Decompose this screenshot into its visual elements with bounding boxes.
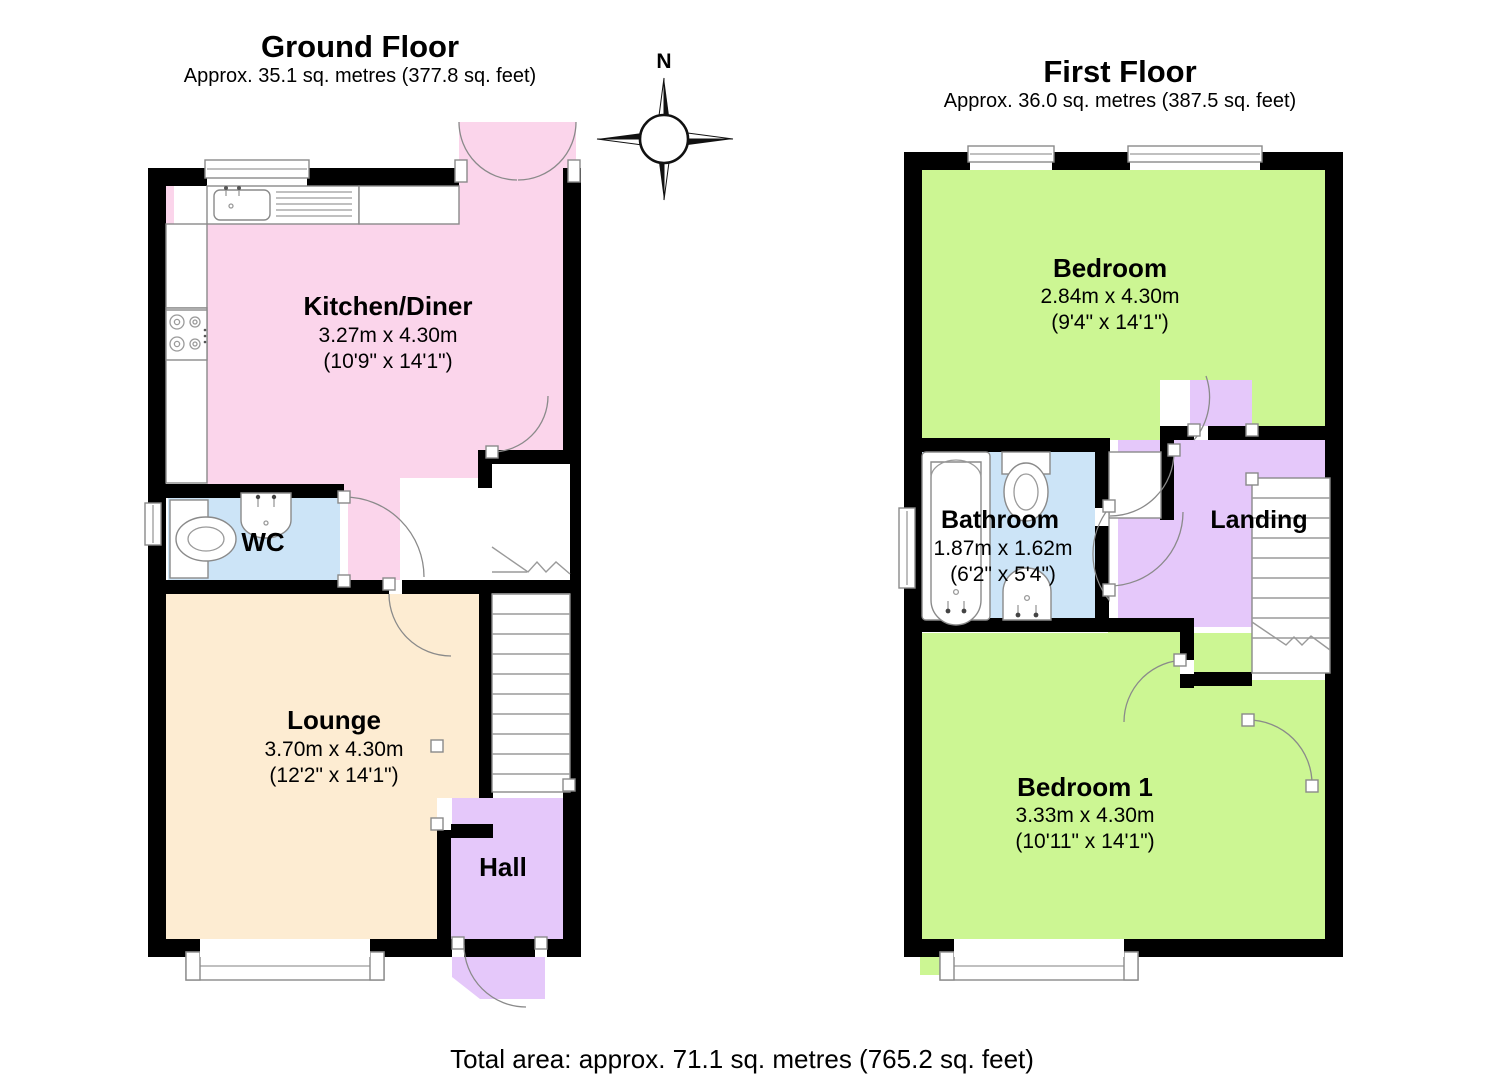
label-bathroom: Bathroom 1.87m x 1.62m (6'2" x 5'4") [934, 506, 1073, 586]
kitchen-diner-dim-metric: 3.27m x 4.30m [319, 324, 458, 347]
kitchen-hob-icon [165, 309, 208, 361]
wall-bedroom1-landing [1108, 618, 1188, 632]
landing-name: Landing [1210, 506, 1307, 534]
kitchen-diner-dim-imperial: (10'9" x 14'1") [323, 350, 452, 373]
door-front-entrance [451, 936, 548, 1008]
door-bedroom1-b [1241, 713, 1319, 793]
first-floor-plan: Bedroom 2.84m x 4.30m (9'4" x 14'1") Bat… [898, 145, 1343, 981]
wall-bathroom-right-2 [1095, 524, 1109, 620]
room-fill-lounge [164, 586, 490, 945]
bedroom-dim-imperial: (9'4" x 14'1") [1051, 311, 1168, 334]
window-bathroom [898, 507, 916, 589]
wall-cupboard-right [1160, 438, 1174, 520]
compass-rose-icon: N [596, 50, 734, 201]
door-bedroom1 [1123, 653, 1187, 723]
bathroom-toilet-icon [1001, 451, 1051, 522]
wall-stair-top [478, 450, 570, 464]
wall-bathroom-right [1095, 452, 1109, 508]
room-fill-bedroom [920, 168, 1325, 440]
door-bedroom [1187, 375, 1259, 441]
label-bedroom-1: Bedroom 1 3.33m x 4.30m (10'11" x 14'1") [1015, 772, 1154, 853]
kitchen-diner-name: Kitchen/Diner [303, 291, 472, 321]
door-gap-wc-opening [340, 493, 348, 581]
hall-name: Hall [479, 852, 527, 882]
bathroom-dim-imperial: (6'2" x 5'4") [950, 563, 1056, 586]
bedroom-1-dim-metric: 3.33m x 4.30m [1016, 804, 1155, 827]
label-kitchen-diner: Kitchen/Diner 3.27m x 4.30m (10'9" x 14'… [303, 291, 472, 373]
wall-ground-left [148, 168, 166, 957]
wc-toilet-icon [169, 499, 237, 579]
bedroom-name: Bedroom [1053, 253, 1167, 283]
wall-landing-bedroom1-b [1180, 672, 1252, 686]
bathroom-name: Bathroom [941, 506, 1059, 534]
window-wc [144, 502, 162, 546]
stair-enclosure [492, 464, 570, 580]
window-bedroom-rear-2 [1127, 145, 1263, 163]
window-bedroom-rear-1 [967, 145, 1055, 163]
wall-first-right [1325, 152, 1343, 957]
patio-door-swings [454, 121, 581, 183]
door-kitchen-stairs [485, 395, 549, 459]
door-kitchen-lounge [382, 577, 452, 657]
ground-floor-title: Ground Floor [261, 29, 459, 64]
bedroom-1-name: Bedroom 1 [1017, 772, 1153, 802]
label-landing: Landing [1210, 506, 1307, 534]
door-hall-lounge [430, 739, 444, 831]
ground-floor-heading: Ground Floor Approx. 35.1 sq. metres (37… [184, 29, 536, 87]
bedroom-1-dim-imperial: (10'11" x 14'1") [1015, 830, 1154, 853]
wall-bedroom-bathroom [904, 438, 1110, 452]
door-bathroom [1092, 499, 1184, 602]
staircase-first [1245, 472, 1331, 674]
label-bedroom: Bedroom 2.84m x 4.30m (9'4" x 14'1") [1041, 253, 1180, 334]
wall-kitchen-lounge [400, 580, 580, 594]
window-bedroom1-gap [954, 939, 1124, 957]
first-floor-subtitle: Approx. 36.0 sq. metres (387.5 sq. feet) [944, 90, 1296, 112]
lounge-name: Lounge [287, 705, 381, 735]
bathroom-bath-icon [921, 451, 991, 626]
label-hall: Hall [479, 852, 527, 882]
door-cupboard [1109, 443, 1181, 517]
first-floor-title: First Floor [1043, 54, 1196, 89]
kitchen-sink-icon [213, 186, 352, 221]
lounge-dim-imperial: (12'2" x 14'1") [269, 764, 398, 787]
wall-hall-left [437, 824, 451, 945]
wall-kitchen-wc [148, 484, 344, 498]
cupboard-first-floor [1108, 451, 1162, 519]
bathroom-basin-icon [1002, 567, 1052, 621]
wc-name: WC [241, 527, 285, 557]
staircase-ground [491, 546, 576, 793]
wc-basin-icon [240, 492, 292, 539]
total-area-text: Total area: approx. 71.1 sq. metres (765… [450, 1044, 1034, 1074]
ground-floor-subtitle: Approx. 35.1 sq. metres (377.8 sq. feet) [184, 65, 536, 87]
wall-wc-lounge [148, 580, 438, 594]
bedroom-dim-metric: 2.84m x 4.30m [1041, 285, 1180, 308]
door-wc [337, 490, 425, 588]
compass-north-label: N [656, 50, 671, 73]
room-fill-bedroom-1 [920, 633, 1325, 975]
ground-floor-plan: Kitchen/Diner 3.27m x 4.30m (10'9" x 14'… [144, 121, 581, 1008]
lounge-dim-metric: 3.70m x 4.30m [265, 738, 404, 761]
bathroom-dim-metric: 1.87m x 1.62m [934, 537, 1073, 560]
window-lounge-gap [200, 939, 370, 957]
room-fill-kitchen-strip [164, 182, 174, 224]
label-lounge: Lounge 3.70m x 4.30m (12'2" x 14'1") [265, 705, 404, 787]
window-kitchen-rear-frame [204, 159, 310, 179]
first-floor-heading: First Floor Approx. 36.0 sq. metres (387… [944, 54, 1296, 112]
label-wc: WC [241, 527, 285, 557]
wall-lounge-hall [479, 594, 493, 798]
